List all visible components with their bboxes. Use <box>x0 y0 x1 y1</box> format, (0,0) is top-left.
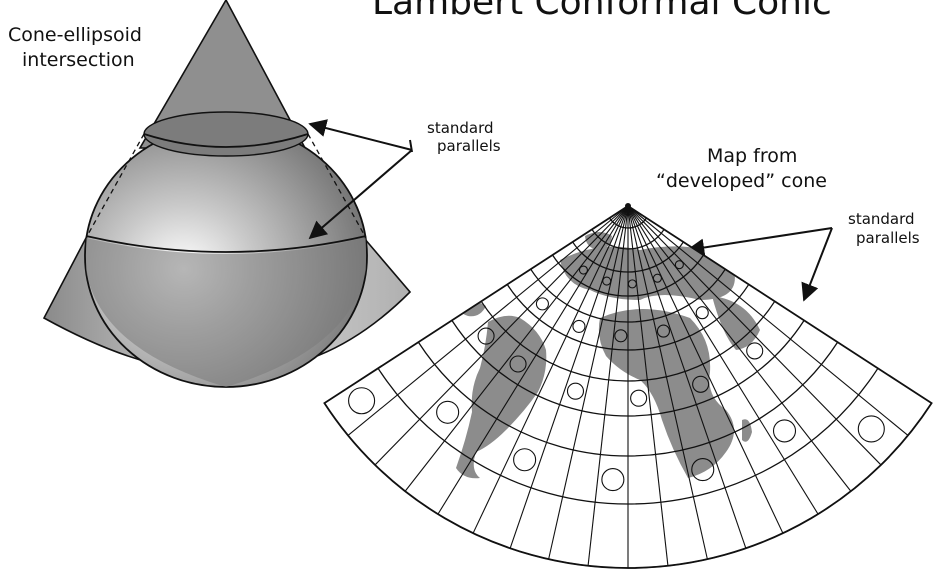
meridian-5 <box>627 205 784 534</box>
std-parallels-left-line2: parallels <box>437 137 501 155</box>
ellipsoid-top-cap <box>143 111 309 157</box>
tissot-circle-18 <box>601 468 625 492</box>
tissot-circle-5 <box>695 306 709 320</box>
meridian-7 <box>627 205 708 560</box>
meridian-8 <box>627 205 669 566</box>
std-parallels-right-line1: standard <box>848 210 915 228</box>
tissot-circle-13 <box>566 382 585 400</box>
left-label-line1: Cone-ellipsoid <box>8 24 142 46</box>
meridian-16 <box>374 205 629 466</box>
meridian-15 <box>404 205 629 492</box>
land-mass-3 <box>456 315 547 479</box>
tissot-circle-16 <box>772 419 797 443</box>
land-mass-2 <box>598 309 734 478</box>
meridian-13 <box>472 205 629 534</box>
left-label-line2: intersection <box>22 49 135 71</box>
map-outline <box>323 204 933 569</box>
std-parallels-left-line1: standard <box>427 119 494 137</box>
cone-apex <box>625 203 631 209</box>
std-parallels-right-arrows <box>686 227 833 302</box>
standard-parallel-upper <box>143 133 309 148</box>
tissot-circle-7 <box>614 329 628 343</box>
meridian-3 <box>627 205 852 492</box>
tissot-circle-6 <box>656 324 671 338</box>
meridian-17 <box>347 205 629 436</box>
tissot-circle-15 <box>477 327 495 345</box>
meridian-6 <box>627 205 747 549</box>
land-masses <box>452 232 760 479</box>
tissot-circle-20 <box>436 400 460 424</box>
ellipsoid-lower-band <box>86 238 366 387</box>
map-label-line1: Map from <box>707 145 797 167</box>
meridian-10 <box>587 205 629 566</box>
tissot-circle-19 <box>513 448 537 472</box>
tissot-circle-12 <box>630 389 648 407</box>
tissot-circle-8 <box>572 319 586 333</box>
meridian-1 <box>627 205 909 436</box>
tissot-circle-3 <box>602 276 612 286</box>
tissot-circle-9 <box>535 297 549 311</box>
diagram-title: Lambert Conformal Conic <box>372 0 832 23</box>
tissot-circle-11 <box>692 375 710 393</box>
cone-hidden-edge-right <box>307 133 367 239</box>
tissot-circle-22 <box>348 387 376 415</box>
land-mass-5 <box>712 296 760 350</box>
meridian-4 <box>627 205 819 515</box>
standard-parallel-lower <box>85 235 367 253</box>
map-label-line2: “developed” cone <box>656 170 827 192</box>
meridian-12 <box>509 205 629 549</box>
tissot-circle-1 <box>652 273 662 283</box>
tissot-circle-14 <box>509 355 527 373</box>
tissot-circle-10 <box>746 342 764 360</box>
developed-cone-map <box>323 203 933 569</box>
meridian-11 <box>548 205 629 560</box>
tissot-circle-21 <box>857 415 885 443</box>
tissot-circle-4 <box>578 265 588 275</box>
cone-ellipsoid-figure <box>42 0 412 388</box>
tissot-circle-17 <box>691 458 715 482</box>
std-parallels-right-line2: parallels <box>856 229 920 247</box>
std-parallels-left-arrows <box>308 119 413 240</box>
tissot-circle-0 <box>674 260 684 270</box>
cone-hidden-edge-left <box>85 133 145 239</box>
meridian-14 <box>437 205 629 515</box>
land-mass-6 <box>742 419 752 442</box>
meridian-2 <box>627 205 882 466</box>
tissot-circle-2 <box>627 279 637 289</box>
land-mass-1 <box>585 232 612 250</box>
